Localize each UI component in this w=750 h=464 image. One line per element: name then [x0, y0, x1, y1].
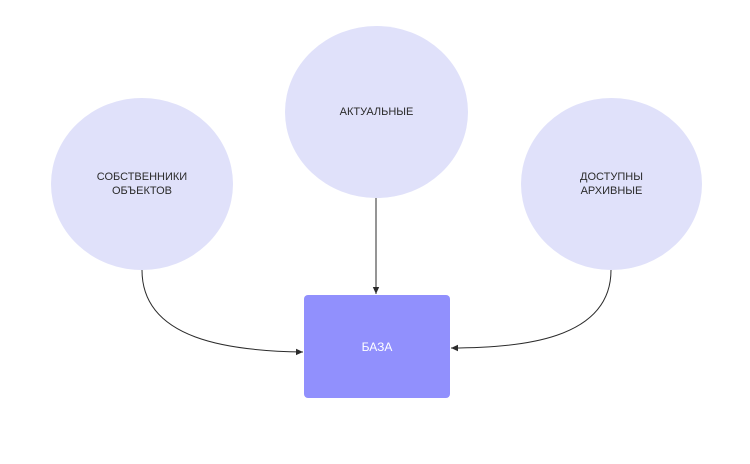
- node-archive-label: ДОСТУПНЫ АРХИВНЫЕ: [580, 171, 643, 197]
- edge-archive-to-base: [450, 269, 612, 352]
- node-actual-label: АКТУАЛЬНЫЕ: [339, 106, 414, 118]
- edge-owners-to-base: [141, 269, 304, 356]
- node-owners: СОБСТВЕННИКИ ОБЪЕКТОВ: [51, 98, 233, 270]
- node-owners-label: СОБСТВЕННИКИ ОБЪЕКТОВ: [96, 171, 188, 197]
- node-actual: АКТУАЛЬНЫЕ: [285, 26, 468, 198]
- node-archive: ДОСТУПНЫ АРХИВНЫЕ: [521, 98, 702, 270]
- node-base-label: БАЗА: [361, 339, 393, 354]
- node-base: БАЗА: [304, 295, 450, 398]
